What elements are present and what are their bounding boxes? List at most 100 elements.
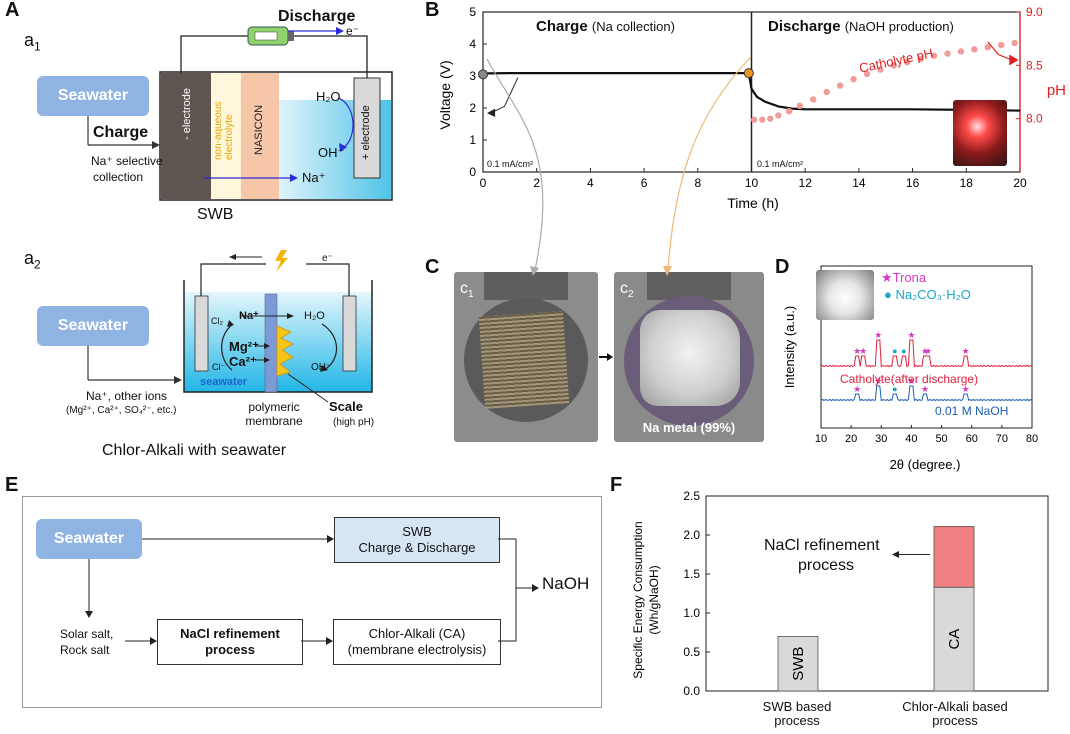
chart-d-xlabel: 2θ (degree.) <box>890 457 961 472</box>
a1-h2o-label: H₂O <box>316 89 341 104</box>
chart-d-xtick-label: 40 <box>905 433 917 445</box>
chart-d-series1-label: Catholyte(after discharge) <box>840 372 979 386</box>
a2-ions-line2: (Mg²⁺, Ca²⁺, SO₄²⁻, etc.) <box>66 405 177 416</box>
chart-f-annotation-arrowhead <box>892 551 899 558</box>
chart-b-xtick-label: 8 <box>694 176 701 190</box>
chart-d-series-line <box>820 339 1033 368</box>
chart-f-ytick-label: 1.5 <box>683 567 700 581</box>
panel-label-a: A <box>5 0 20 21</box>
chart-b-voltage-line <box>482 72 1021 112</box>
a2-oh-label: OH⁻ <box>311 362 332 373</box>
photo-c1: c1 <box>454 272 598 442</box>
a1-collection-line2: collection <box>93 170 144 184</box>
chart-b-y2tick-label: 9.0 <box>1026 5 1043 19</box>
chart-f-ytick-label: 2.5 <box>683 489 700 503</box>
chart-d-xtick-label: 80 <box>1026 433 1038 445</box>
chart-b-ph-point <box>759 116 766 123</box>
chart-f-bar-swb-label: SWB <box>790 647 807 681</box>
chart-b-xtick-label: 14 <box>852 176 866 190</box>
chart-b-ytick-label: 4 <box>469 37 476 51</box>
chart-f-ytick-label: 0.5 <box>683 645 700 659</box>
chart-b-xtick-label: 20 <box>1013 176 1027 190</box>
chart-d-series2-label: 0.01 M NaOH <box>935 404 1009 418</box>
chart-d-peak-marker: ★ <box>907 376 915 386</box>
chart-b-arrowhead-right <box>1009 54 1019 66</box>
chart-f-bar-ca <box>933 586 975 692</box>
chart-d-peak-marker: ★ <box>853 384 861 394</box>
photo-c2-label: c2 <box>620 280 634 301</box>
panel-label-f: F <box>610 474 623 496</box>
chart-b-xtick-label: 4 <box>587 176 594 190</box>
a1-na-label: Na⁺ <box>302 170 326 185</box>
a2-cl2-label: Cl₂ <box>211 316 223 326</box>
chart-b-ph-point <box>998 41 1005 49</box>
photo-c2-na-metal-label: Na metal (99%) <box>642 420 736 435</box>
e-salt-label: Solar salt,Rock salt <box>60 627 114 657</box>
chart-d-peak-marker: ★ <box>924 346 932 356</box>
a1-electron-label: e⁻ <box>346 24 360 38</box>
chart-f-frame <box>705 495 1049 692</box>
chart-d-legend-trona: ★Trona <box>881 270 927 285</box>
chart-b-ph-point <box>1011 39 1018 47</box>
chart-d-peak-marker: ● <box>901 346 906 356</box>
chart-b-xtick-label: 18 <box>960 176 974 190</box>
panel-label-d: D <box>775 256 790 278</box>
a2-ca-label: Ca²⁺ <box>229 354 257 369</box>
photo-c1-tab <box>484 272 568 300</box>
chart-d-peak-marker: ● <box>892 346 897 356</box>
chart-b-switch-marker <box>743 68 754 79</box>
photo-c2: c2 Na metal (99%) <box>614 272 764 442</box>
chart-b-title-charge: Charge (Na collection) <box>536 18 675 35</box>
chart-d-peak-marker: ★ <box>921 384 929 394</box>
chart-b-title-discharge: Discharge (NaOH production) <box>768 18 954 35</box>
chart-b-ph-point <box>971 46 978 53</box>
chart-d-xtick-label: 10 <box>815 433 827 445</box>
chart-b-led-photo <box>953 100 1007 166</box>
chart-d-series-line <box>820 385 1033 402</box>
chart-b-xtick-label: 0 <box>480 176 487 190</box>
panel-label-b: B <box>425 0 440 21</box>
chart-b-ph-point <box>850 76 857 83</box>
chart-b-current-left: 0.1 mA/cm² <box>487 159 534 169</box>
chart-b-ph-point <box>904 58 911 66</box>
chart-b-ytick-label: 1 <box>469 133 476 147</box>
chart-b-ylabel-right: pH <box>1047 82 1066 99</box>
a1-discharge-label: Discharge <box>278 8 356 25</box>
chart-f-ytick-label: 0.0 <box>683 684 700 698</box>
chart-f-bar-swb <box>777 635 819 692</box>
a1-collection-line1: Na⁺ selective <box>91 154 163 168</box>
chart-b-ph-point <box>796 102 804 110</box>
panel-label-e: E <box>5 474 19 496</box>
panel-e-frame <box>22 496 602 708</box>
chart-b-ph-point <box>890 62 898 69</box>
a2-scale-pointer <box>287 373 329 403</box>
chart-d-peak-marker: ★ <box>962 346 970 356</box>
chart-f-ylabel-line2: (Wh/gNaOH) <box>647 565 661 634</box>
chart-d-frame <box>820 265 1033 429</box>
e-naoh-label: NaOH <box>542 574 590 593</box>
panel-label-c: C <box>425 256 440 278</box>
e-seawater-box: Seawater <box>36 519 142 559</box>
photo-c2-tab <box>647 272 731 300</box>
chart-b-xtick-label: 12 <box>799 176 813 190</box>
chart-b-ph-point <box>823 88 830 96</box>
chart-b-ytick-label: 5 <box>469 5 476 19</box>
chart-b-ylabel: Voltage (V) <box>437 60 453 129</box>
a2-scale-label: Scale <box>329 399 363 414</box>
a2-na-label: Na⁺ <box>239 310 259 322</box>
chart-d-peak-marker: ● <box>892 384 897 394</box>
a2-ions-line1: Na⁺, other ions <box>86 389 168 403</box>
chart-b-ph-point <box>750 116 758 123</box>
a2-seawater-label: seawater <box>200 376 248 388</box>
chart-b-start-marker <box>478 69 488 80</box>
chart-b-arrow-right <box>987 41 1013 61</box>
chart-b-ph-point <box>775 112 782 119</box>
chart-b-y2tick-label: 8.0 <box>1026 112 1043 126</box>
a1-charge-label: Charge <box>93 124 149 141</box>
chart-b-ph-point <box>767 115 774 122</box>
chart-d-xtick-label: 60 <box>966 433 978 445</box>
chart-f: Specific Energy Consumption (Wh/gNaOH) 0… <box>631 489 1049 698</box>
